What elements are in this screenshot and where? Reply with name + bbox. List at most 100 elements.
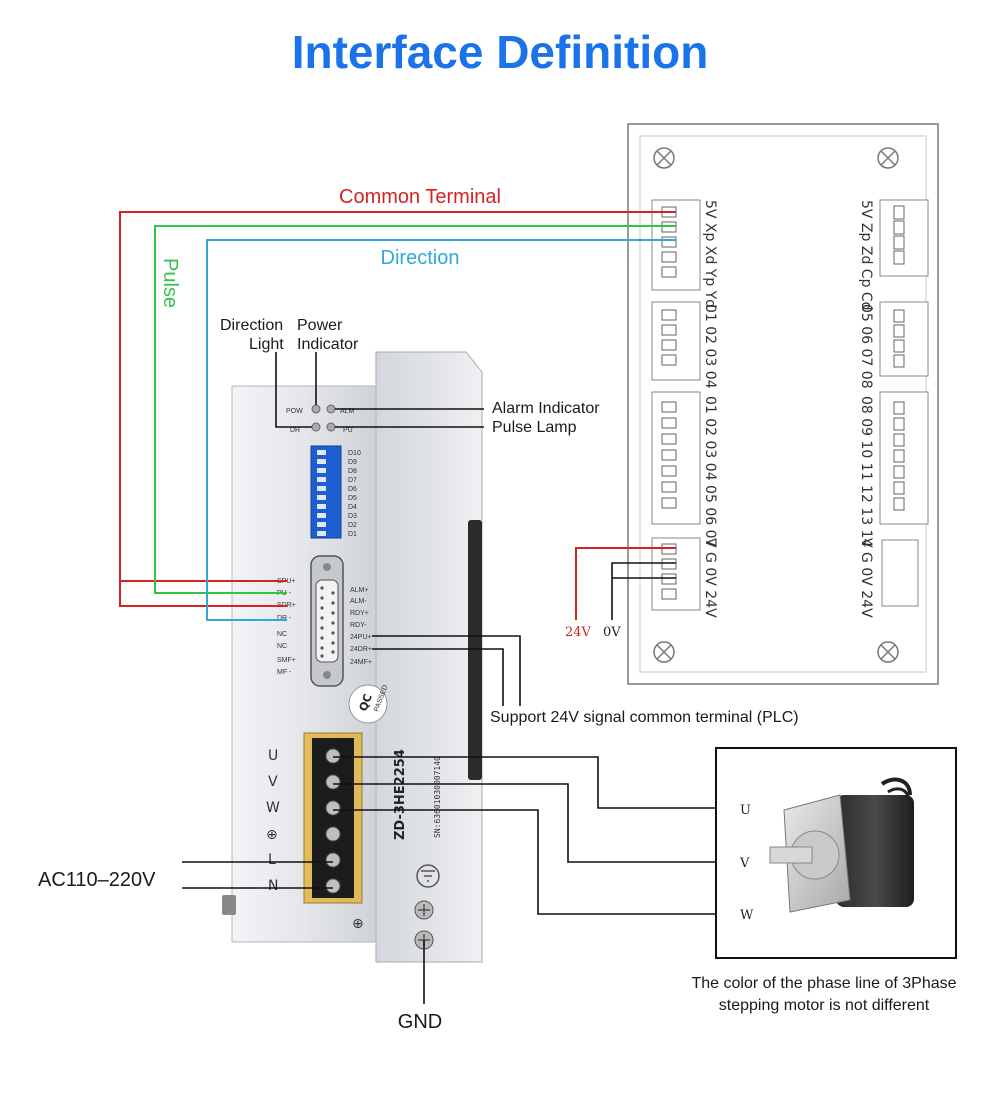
wire-phase-u — [333, 756, 716, 809]
dip-label: D3 — [348, 513, 357, 520]
label-ac-input: AC110–220V — [38, 869, 156, 891]
controller-label-right-2: 05 06 07 08 — [858, 304, 874, 389]
dip-label: D2 — [348, 522, 357, 529]
motor-phase-w: W — [740, 908, 754, 923]
label-support-24v: Support 24V signal common terminal (PLC) — [490, 709, 799, 726]
wire-common-terminal-2 — [119, 581, 287, 607]
stepper-motor-panel: U V W — [715, 747, 957, 959]
controller-connector-right-1 — [879, 199, 929, 277]
terminal-label-w: W — [266, 800, 280, 816]
wire-24pu — [372, 635, 521, 706]
controller-label-right-4: V G 0V 24V — [858, 538, 874, 618]
dip-label: D8 — [348, 468, 357, 475]
screw-icon — [653, 641, 675, 663]
pin-label-24dr: 24DR+ — [350, 646, 372, 653]
page-title: Interface Definition — [292, 26, 709, 78]
ground-icon — [416, 864, 440, 888]
serial-number: SN:63601030007140 — [433, 756, 442, 838]
pin-label-smf: SMF+ — [277, 657, 296, 664]
screw-icon — [653, 147, 675, 169]
qc-text: QC — [357, 692, 375, 713]
label-gnd: GND — [398, 1011, 442, 1033]
wire-phase-v — [333, 783, 716, 863]
terminal-screws — [325, 748, 341, 894]
led-label-alm: ALM — [340, 408, 355, 415]
label-power-indicator-2: Indicator — [297, 336, 359, 353]
controller-label-left-3: 01 02 03 04 05 06 07 — [702, 396, 718, 547]
qc-sticker — [348, 684, 388, 724]
controller-board: 5V Xp Xd Yp Yd 01 02 03 04 01 02 03 04 0… — [627, 123, 939, 685]
terminal-label-l: L — [268, 852, 276, 868]
controller-connector-left-2 — [651, 301, 701, 381]
direction-led — [311, 422, 321, 432]
power-led — [311, 404, 321, 414]
controller-label-right-3: 08 09 10 11 12 13 14 — [858, 396, 874, 547]
motor-note-line1: The color of the phase line of 3Phase — [691, 975, 956, 992]
pin-label-dr: DR - — [277, 615, 292, 622]
motor-note-line2: stepping motor is not different — [719, 997, 930, 1014]
wire-common-terminal — [119, 211, 676, 582]
dip-label: D1 — [348, 531, 357, 538]
terminal-label-v: V — [268, 774, 278, 790]
screw-icon — [877, 641, 899, 663]
callout-direction-light — [275, 352, 312, 428]
label-0v: 0V — [603, 625, 621, 640]
dip-label: D7 — [348, 477, 357, 484]
controller-label-left-1: 5V Xp Xd Yp Yd — [702, 200, 718, 308]
ground-symbol-icon: ⊕ — [352, 916, 364, 932]
label-alarm-indicator: Alarm Indicator — [492, 400, 600, 417]
label-direction: Direction — [381, 247, 460, 269]
controller-label-left-4: V G 0V 24V — [702, 538, 718, 618]
label-direction-light-2: Light — [249, 336, 284, 353]
pin-label-nc: NC — [277, 643, 287, 650]
pin-label-mf: MF - — [277, 669, 292, 676]
label-pulse-lamp: Pulse Lamp — [492, 419, 577, 436]
label-power-indicator-1: Power — [297, 317, 343, 334]
alarm-led — [326, 404, 336, 414]
terminal-label-ground: ⊕ — [266, 827, 278, 843]
controller-connector-right-2 — [879, 301, 929, 377]
led-label-dr: DR — [290, 427, 300, 434]
wire-pulse — [154, 225, 676, 594]
label-pulse: Pulse — [159, 258, 181, 308]
dip-label: D9 — [348, 459, 357, 466]
wire-0v — [611, 562, 676, 620]
controller-connector-power — [651, 537, 701, 611]
dip-switch-levers — [317, 450, 326, 536]
dip-label: D6 — [348, 486, 357, 493]
model-number: ZD-3HE2254 — [393, 749, 408, 840]
controller-label-left-2: 01 02 03 04 — [702, 304, 718, 389]
stepper-driver: POW ALM DR PU D10 D9 D8 D7 D6 D5 D4 D3 D… — [222, 351, 483, 963]
controller-connector-left-1 — [651, 199, 701, 291]
pin-label-rdy-plus: RDY+ — [350, 610, 369, 617]
controller-connector-left-3 — [651, 391, 701, 525]
label-direction-light-1: Direction — [220, 317, 283, 334]
ground-screw-icon — [414, 900, 434, 920]
controller-connector-right-3 — [879, 391, 929, 525]
dip-label: D5 — [348, 495, 357, 502]
pin-label-rdy-minus: RDY- — [350, 622, 367, 629]
pin-label-24pu: 24PU+ — [350, 634, 372, 641]
terminal-label-u: U — [268, 748, 278, 764]
controller-connector-right-power — [881, 539, 919, 607]
dip-label: D10 — [348, 450, 361, 457]
wire-direction — [206, 239, 676, 621]
screw-icon — [877, 147, 899, 169]
stepper-motor — [769, 777, 914, 913]
led-label-pu: PU — [343, 427, 353, 434]
wire-phase-w — [333, 809, 716, 915]
wire-24v — [575, 547, 676, 620]
led-label-pow: POW — [286, 408, 303, 415]
motor-phase-v: V — [739, 856, 750, 871]
controller-label-right-1: 5V Zp Zd Cp Cd — [858, 200, 874, 311]
wire-24dr — [372, 648, 504, 706]
dip-label: D4 — [348, 504, 357, 511]
terminal-label-n: N — [268, 878, 278, 894]
pin-label-nc: NC — [277, 631, 287, 638]
label-24v: 24V — [565, 625, 592, 640]
motor-phase-u: U — [740, 803, 751, 818]
label-common-terminal: Common Terminal — [339, 186, 501, 208]
pulse-led — [326, 422, 336, 432]
pin-label-alm-minus: ALM- — [350, 598, 367, 605]
